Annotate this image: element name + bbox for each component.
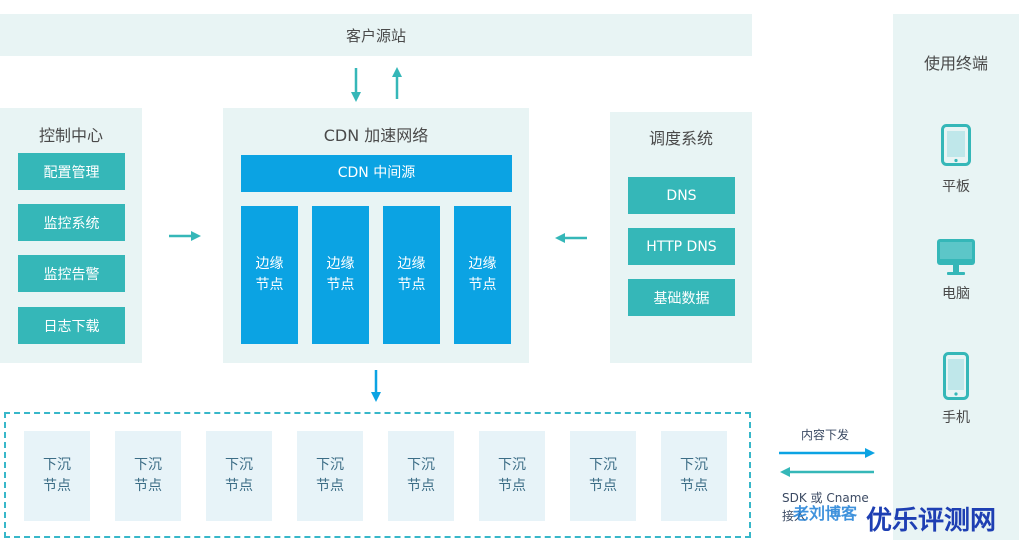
watermark-blog: 老刘博客 (793, 504, 858, 523)
edge-node-line1: 边缘 (255, 256, 284, 272)
access-label-line1: SDK 或 Cname (782, 491, 869, 505)
monitor-icon (937, 239, 975, 275)
monitor-system-button[interactable]: 监控系统 (18, 204, 125, 241)
sink-node: 下沉节点 (206, 431, 272, 521)
control-center-panel: 控制中心 配置管理 监控系统 监控告警 日志下载 (0, 108, 142, 363)
http-dns-button[interactable]: HTTP DNS (628, 228, 735, 265)
dispatch-system-panel: 调度系统 DNS HTTP DNS 基础数据 (610, 112, 752, 363)
origin-bar: 客户源站 (0, 14, 752, 56)
sink-node-line1: 下沉 (43, 457, 71, 473)
sink-node-line2: 节点 (316, 478, 344, 494)
edge-node-line1: 边缘 (326, 256, 355, 272)
sink-node-line1: 下沉 (680, 457, 708, 473)
sink-node: 下沉节点 (388, 431, 454, 521)
sink-node-line1: 下沉 (316, 457, 344, 473)
edge-node: 边缘节点 (454, 206, 511, 344)
sink-node-line2: 节点 (43, 478, 71, 494)
edge-node-line2: 节点 (397, 277, 426, 293)
computer-label: 电脑 (942, 286, 970, 302)
content-delivery-label: 内容下发 (801, 428, 850, 442)
sink-node: 下沉节点 (297, 431, 363, 521)
watermark-site: 优乐评测网 (866, 506, 997, 536)
edge-node-line1: 边缘 (397, 256, 426, 272)
cdn-mid-source: CDN 中间源 (241, 155, 512, 192)
sink-node-line2: 节点 (680, 478, 708, 494)
edge-node: 边缘节点 (241, 206, 298, 344)
terminals-panel: 使用终端 平板 电脑 手机 (893, 14, 1019, 540)
cdn-network-title: CDN 加速网络 (323, 126, 429, 145)
phone-icon (943, 352, 969, 400)
dispatch-system-title: 调度系统 (648, 129, 713, 148)
tablet-icon (941, 124, 971, 166)
access-label-line2: 接入 (782, 509, 807, 523)
log-download-button[interactable]: 日志下载 (18, 307, 125, 344)
sink-node-line2: 节点 (134, 478, 162, 494)
sink-node: 下沉节点 (115, 431, 181, 521)
sink-nodes-area: 下沉节点 下沉节点 下沉节点 下沉节点 下沉节点 下沉节点 下沉节点 下沉节点 (4, 412, 751, 538)
monitor-alarm-button[interactable]: 监控告警 (18, 255, 125, 292)
sink-node-line1: 下沉 (134, 457, 162, 473)
terminals-title: 使用终端 (923, 54, 988, 73)
sink-node-line1: 下沉 (407, 457, 435, 473)
phone-label: 手机 (942, 410, 970, 426)
config-management-button[interactable]: 配置管理 (18, 153, 125, 190)
origin-label: 客户源站 (345, 27, 406, 45)
edge-node: 边缘节点 (312, 206, 369, 344)
edge-node-line2: 节点 (326, 277, 355, 293)
edge-node-line1: 边缘 (468, 256, 497, 272)
tablet-label: 平板 (942, 179, 970, 195)
control-center-title: 控制中心 (38, 126, 103, 145)
sink-node: 下沉节点 (24, 431, 90, 521)
cdn-network-panel: CDN 加速网络 CDN 中间源 边缘节点 边缘节点 边缘节点 边缘节点 (223, 108, 529, 363)
sink-node: 下沉节点 (661, 431, 727, 521)
edge-node: 边缘节点 (383, 206, 440, 344)
base-data-button[interactable]: 基础数据 (628, 279, 735, 316)
edge-node-line2: 节点 (255, 277, 284, 293)
sink-node: 下沉节点 (570, 431, 636, 521)
edge-node-line2: 节点 (468, 277, 497, 293)
sink-node-line1: 下沉 (225, 457, 253, 473)
sink-node-line1: 下沉 (498, 457, 526, 473)
sink-node-line1: 下沉 (589, 457, 617, 473)
sink-node-line2: 节点 (407, 478, 435, 494)
sink-node-line2: 节点 (498, 478, 526, 494)
dns-button[interactable]: DNS (628, 177, 735, 214)
sink-node-line2: 节点 (225, 478, 253, 494)
sink-node-line2: 节点 (589, 478, 617, 494)
sink-node: 下沉节点 (479, 431, 545, 521)
